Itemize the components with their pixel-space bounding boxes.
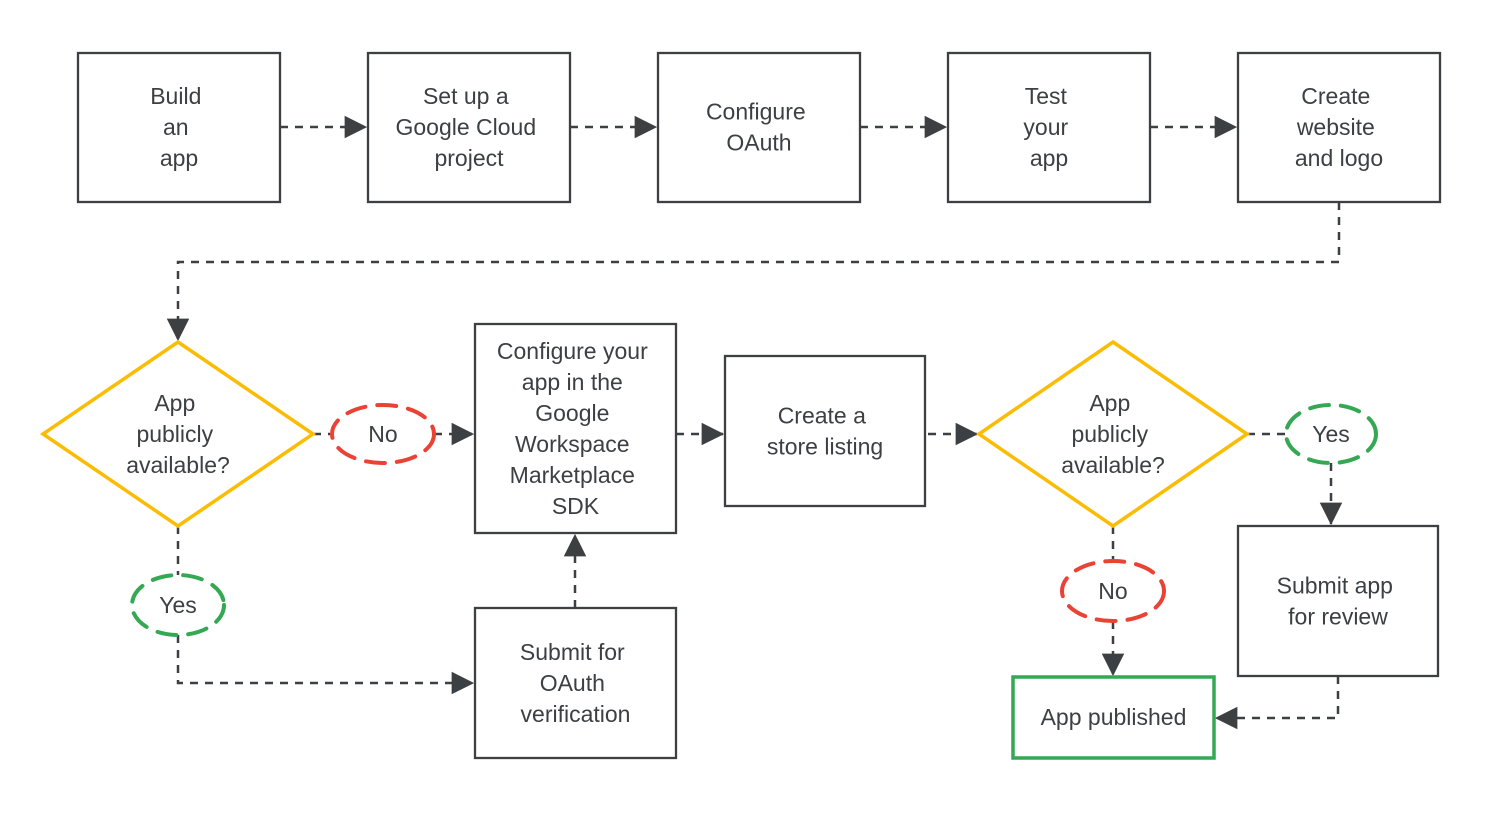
branch-pills bbox=[130, 403, 1378, 637]
label-configure-marketplace-line-6: SDK bbox=[552, 493, 600, 519]
node-configure-oauth bbox=[656, 51, 862, 204]
connector-website-to-decision-left bbox=[166, 202, 1341, 342]
label-build-app-line-2: an bbox=[163, 114, 189, 140]
label-no-right-text: No bbox=[1098, 578, 1127, 604]
label-yes-left-text: Yes bbox=[159, 592, 197, 618]
label-create-website: Create website and logo bbox=[1295, 83, 1383, 171]
label-submit-review: Submit app for review bbox=[1277, 573, 1400, 630]
label-create-website-line-3: and logo bbox=[1295, 145, 1383, 171]
label-store-listing: Create a store listing bbox=[767, 403, 883, 460]
label-decision-right-line-1: App bbox=[1089, 390, 1130, 416]
label-build-app-line-3: app bbox=[160, 145, 198, 171]
label-decision-left-line-1: App bbox=[154, 390, 195, 416]
label-setup-project-line-2: Google Cloud bbox=[395, 114, 536, 140]
label-submit-oauth-line-3: verification bbox=[521, 701, 631, 727]
labels: Build an app Set up a Google Cloud proje… bbox=[126, 83, 1400, 730]
node-store-listing bbox=[723, 354, 927, 508]
decision-right-diamond bbox=[975, 339, 1251, 529]
label-setup-project: Set up a Google Cloud project bbox=[395, 83, 542, 171]
node-submit-review bbox=[1236, 524, 1440, 678]
node-configure-marketplace bbox=[473, 322, 678, 535]
label-app-published: App published bbox=[1041, 704, 1187, 730]
yes-pill-right bbox=[1284, 403, 1378, 465]
label-setup-project-line-3: project bbox=[434, 145, 504, 171]
node-app-published bbox=[1011, 675, 1216, 760]
connector-review-to-published bbox=[1214, 676, 1340, 730]
label-submit-review-line-1: Submit app bbox=[1277, 573, 1393, 599]
label-submit-oauth-line-1: Submit for bbox=[520, 639, 625, 665]
no-pill-right bbox=[1060, 559, 1166, 623]
connector-yes-to-submit-oauth bbox=[176, 635, 475, 695]
label-yes-left: Yes bbox=[159, 592, 197, 618]
label-configure-marketplace-line-4: Workspace bbox=[515, 431, 630, 457]
label-app-published-text: App published bbox=[1041, 704, 1187, 730]
label-yes-right: Yes bbox=[1312, 421, 1350, 447]
label-store-listing-line-1: Create a bbox=[778, 403, 866, 429]
label-decision-right-line-3: available? bbox=[1061, 452, 1165, 478]
label-no-right: No bbox=[1098, 578, 1127, 604]
label-decision-left-line-2: publicly bbox=[136, 421, 213, 447]
node-test-app bbox=[946, 51, 1152, 204]
label-decision-right: App publicly available? bbox=[1061, 390, 1165, 478]
label-decision-left-line-3: available? bbox=[126, 452, 230, 478]
label-configure-marketplace-line-2: app in the bbox=[522, 369, 623, 395]
label-submit-oauth-line-2: OAuth bbox=[540, 670, 605, 696]
label-test-app: Test your app bbox=[1023, 83, 1074, 171]
label-configure-oauth-line-1: Configure bbox=[706, 99, 806, 125]
label-configure-marketplace-line-1: Configure your bbox=[497, 338, 648, 364]
label-setup-project-line-1: Set up a bbox=[423, 83, 509, 109]
node-create-website bbox=[1236, 51, 1442, 204]
label-configure-marketplace-line-3: Google bbox=[535, 400, 609, 426]
process-nodes bbox=[76, 51, 1442, 760]
label-configure-oauth: Configure OAuth bbox=[706, 99, 812, 156]
label-decision-right-line-2: publicly bbox=[1071, 421, 1148, 447]
label-yes-right-text: Yes bbox=[1312, 421, 1350, 447]
node-submit-oauth bbox=[473, 606, 678, 760]
yes-pill-left bbox=[130, 573, 226, 637]
node-build-app bbox=[76, 51, 282, 204]
label-decision-left: App publicly available? bbox=[126, 390, 230, 478]
label-build-app: Build an app bbox=[150, 83, 208, 171]
label-test-app-line-2: your bbox=[1023, 114, 1068, 140]
label-no-left-text: No bbox=[368, 421, 397, 447]
label-no-left: No bbox=[368, 421, 397, 447]
label-submit-review-line-2: for review bbox=[1288, 604, 1388, 630]
label-create-website-line-1: Create bbox=[1301, 83, 1370, 109]
label-build-app-line-1: Build bbox=[150, 83, 201, 109]
label-create-website-line-2: website bbox=[1296, 114, 1375, 140]
label-configure-oauth-line-2: OAuth bbox=[726, 130, 791, 156]
decision-left-diamond bbox=[39, 339, 317, 529]
label-test-app-line-3: app bbox=[1030, 145, 1068, 171]
connectors bbox=[166, 115, 1343, 730]
label-submit-oauth: Submit for OAuth verification bbox=[520, 639, 631, 727]
label-configure-marketplace: Configure your app in the Google Workspa… bbox=[497, 338, 654, 519]
decision-nodes bbox=[39, 339, 1251, 529]
no-pill-left bbox=[330, 403, 436, 465]
node-setup-project bbox=[366, 51, 572, 204]
label-configure-marketplace-line-5: Marketplace bbox=[510, 462, 635, 488]
label-store-listing-line-2: store listing bbox=[767, 434, 883, 460]
label-test-app-line-1: Test bbox=[1025, 83, 1068, 109]
